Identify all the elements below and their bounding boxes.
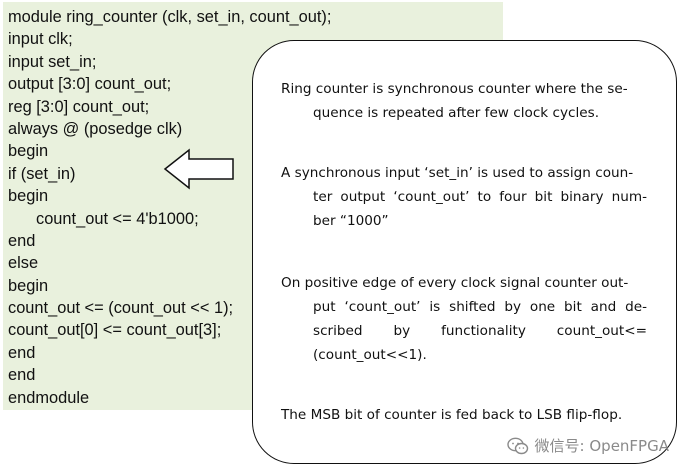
note-text: On positive edge of every clock signal c…: [281, 275, 629, 291]
note-text: ter output ‘count_out’ to four bit binar…: [313, 189, 647, 229]
code-line: begin: [8, 187, 49, 206]
watermark-text: 微信号: OpenFPGA: [534, 437, 669, 455]
code-line: begin: [8, 142, 49, 161]
watermark: 微信号: OpenFPGA: [506, 435, 669, 456]
note-set-in: A synchronous input ‘set_in’ is used to …: [281, 161, 647, 233]
code-line: if (set_in): [8, 164, 76, 183]
note-msb-feedback: The MSB bit of counter is fed back to LS…: [281, 403, 647, 427]
code-line: input set_in;: [8, 52, 97, 71]
code-line: end: [8, 366, 36, 385]
code-lines: module ring_counter (clk, set_in, count_…: [8, 6, 331, 409]
code-line: input clk;: [8, 30, 73, 49]
wechat-icon: [506, 437, 528, 454]
code-line: output [3:0] count_out;: [8, 75, 172, 94]
code-line: endmodule: [8, 388, 90, 407]
note-text: A synchronous input ‘set_in’ is used to …: [281, 165, 634, 181]
code-line: module ring_counter (clk, set_in, count_…: [8, 8, 332, 26]
note-text: quence is repeated after few clock cycle…: [313, 105, 600, 121]
note-ring-counter: Ring counter is synchronous counter wher…: [281, 77, 647, 125]
code-line: reg [3:0] count_out;: [8, 97, 150, 116]
code-line: begin: [8, 276, 49, 295]
code-line: count_out <= 4'b1000;: [36, 209, 199, 228]
code-line: else: [8, 254, 39, 273]
code-line: count_out[0] <= count_out[3];: [8, 321, 222, 340]
code-line: always @ (posedge clk): [8, 119, 183, 138]
note-shift: On positive edge of every clock signal c…: [281, 271, 647, 367]
left-arrow-icon: [163, 148, 234, 190]
code-line: end: [8, 343, 36, 362]
note-text: Ring counter is synchronous counter wher…: [281, 81, 628, 97]
code-line: end: [8, 231, 36, 250]
note-text: The MSB bit of counter is fed back to LS…: [281, 407, 623, 423]
note-text: put ‘count_out’ is shifted by one bit an…: [313, 299, 647, 363]
code-line: count_out <= (count_out << 1);: [8, 299, 234, 318]
explanation-box: Ring counter is synchronous counter wher…: [252, 40, 677, 464]
